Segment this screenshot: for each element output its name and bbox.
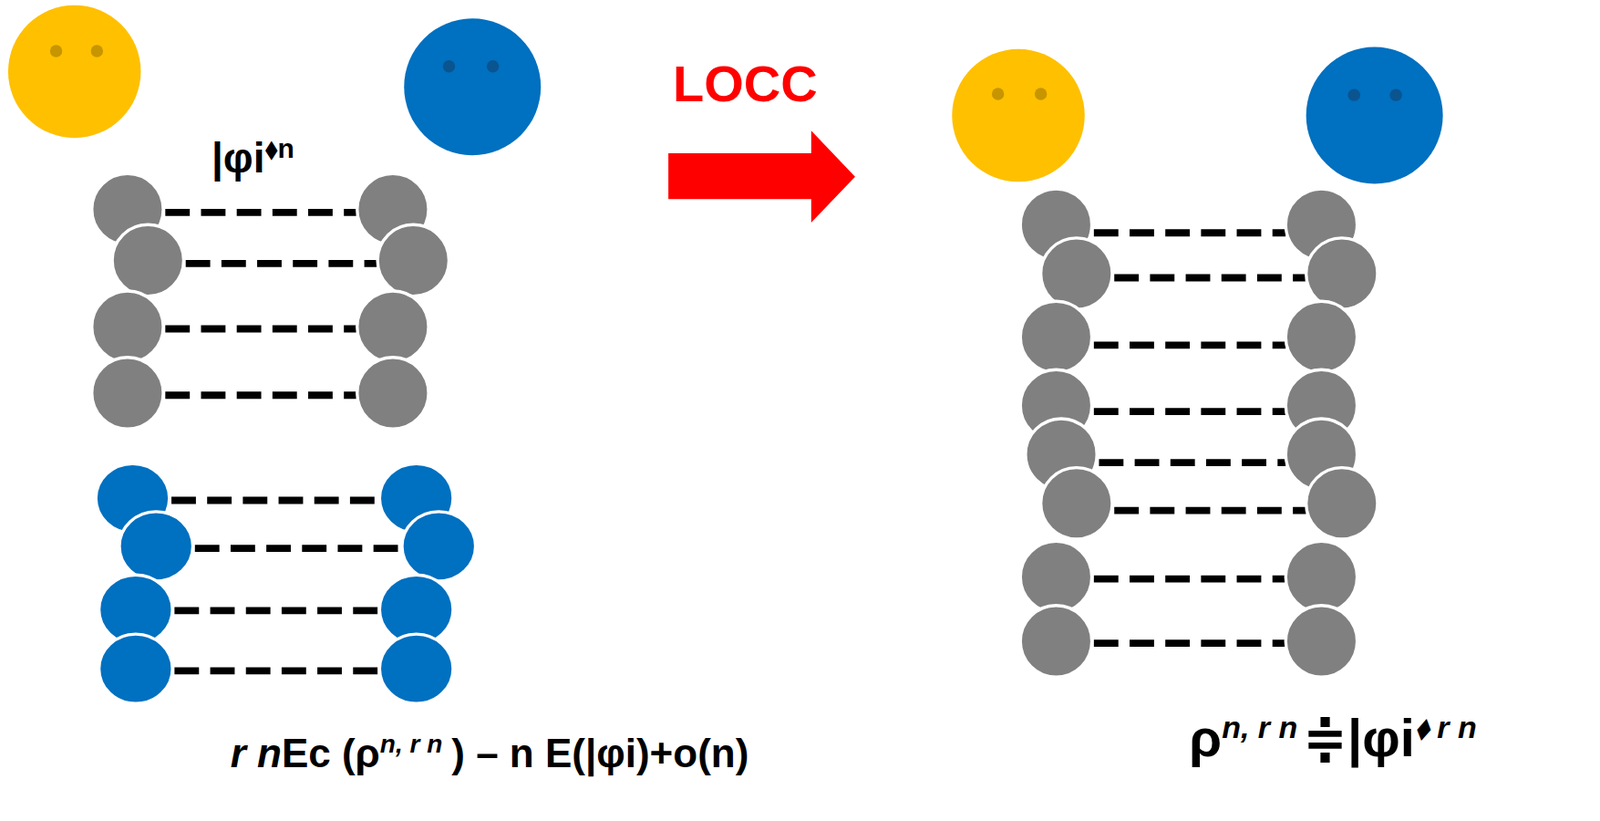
qubit: [1041, 467, 1113, 539]
qubit: [1041, 237, 1113, 310]
qubits-gray-right: [1020, 188, 1378, 677]
qubit: [379, 633, 454, 703]
qubit: [357, 357, 429, 429]
entangled-link: [195, 544, 403, 552]
formula-text: |φi: [211, 134, 266, 182]
left-alice: [8, 5, 142, 139]
formula-text: ) – n E(|φi)+o(n): [451, 730, 749, 775]
qubit: [1020, 300, 1092, 372]
person-eye: [91, 44, 104, 57]
entangled-link: [165, 391, 357, 399]
person-eye: [50, 44, 62, 57]
qubit: [377, 224, 449, 296]
qubit: [1020, 605, 1092, 677]
entangled-link: [171, 496, 381, 505]
formula-text: ρ: [1188, 707, 1222, 767]
cost-formula: r nEc (ρn, r n ) – n E(|φi)+o(n): [230, 729, 750, 776]
superscript-text: ⬧ r n: [1414, 709, 1477, 744]
person-head: [951, 49, 1085, 183]
state-label: |φi⬧n: [211, 133, 295, 183]
person-eye: [1034, 87, 1047, 100]
person-eye: [1389, 88, 1402, 101]
qubit: [92, 357, 164, 429]
person-head: [1306, 47, 1444, 185]
entangled-link: [1094, 228, 1286, 237]
person-eye: [486, 60, 499, 73]
entangled-link: [1114, 274, 1306, 282]
qubit: [92, 290, 164, 362]
formula-text: LOCC: [672, 54, 818, 113]
right-alice: [951, 49, 1085, 183]
entangled-link: [174, 606, 381, 614]
qubits-blue-left: [95, 463, 475, 703]
target-formula: ρn, r n≑|φi⬧ r n: [1188, 707, 1477, 769]
qubit: [1020, 540, 1092, 612]
entangled-link: [1094, 407, 1286, 415]
qubit: [1285, 540, 1357, 612]
qubits-gray-left: [92, 173, 450, 429]
entangled-link: [1094, 639, 1286, 647]
formula-text: ≑: [1302, 707, 1348, 767]
entangled-link: [174, 666, 381, 674]
entangled-link: [1098, 458, 1286, 466]
qubit: [1285, 605, 1357, 677]
entangled-link: [1114, 506, 1306, 515]
person-eye: [1348, 88, 1361, 101]
superscript-text: n, r n: [1221, 709, 1298, 744]
formula-text: Ec (ρ: [281, 730, 381, 775]
person-eye: [443, 60, 455, 73]
qubit: [1306, 237, 1378, 310]
right-bob: [1306, 47, 1444, 185]
transform-arrow: [668, 130, 856, 223]
superscript-text: n, r n: [380, 729, 443, 758]
person-head: [8, 5, 142, 139]
entangled-link: [1094, 340, 1286, 349]
formula-text: |φi: [1347, 707, 1415, 767]
formula-text: r n: [230, 730, 282, 775]
person-head: [403, 18, 541, 155]
qubit: [99, 633, 174, 703]
superscript-text: ⬧n: [265, 133, 295, 164]
entangled-link: [1094, 575, 1286, 583]
entangled-link: [165, 325, 357, 333]
left-bob: [403, 18, 541, 155]
entanglement-links: [165, 212, 1306, 671]
entangled-link: [185, 259, 378, 268]
operation-label: LOCC: [672, 54, 818, 114]
qubit: [357, 290, 429, 362]
entangled-link: [165, 208, 357, 217]
qubit: [112, 224, 184, 296]
person-eye: [991, 87, 1004, 100]
qubit: [1285, 300, 1357, 372]
qubit: [119, 511, 194, 581]
qubit: [1306, 467, 1378, 539]
qubit: [402, 511, 476, 581]
